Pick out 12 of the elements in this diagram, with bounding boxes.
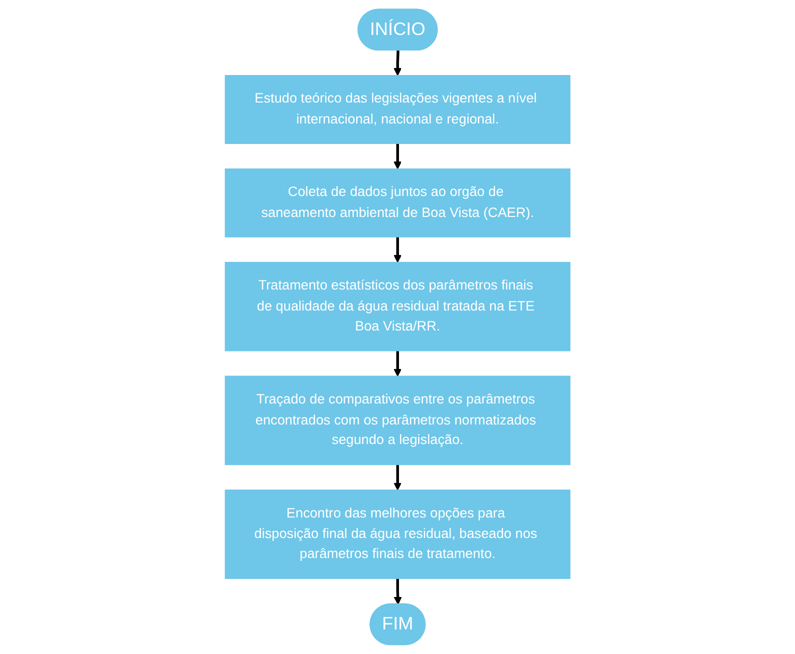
node-box (224, 75, 570, 144)
arrow (394, 350, 402, 377)
arrow (394, 464, 402, 490)
node-box (224, 490, 570, 579)
arrow (394, 236, 402, 263)
arrow (394, 578, 402, 605)
flowchart: INÍCIO Estudo teórico das legislações vigentes a nível internacional, nacional e regional. Coleta de dados juntos ao orgão de saneamento ambiental de Boa Vista (CAER). Tratamento estatísticos dos parâmetros finais de qualidade da água residual tratada na ETE Boa Vista/RR. Traçado de comparativos entre os parâmetros encontrados com os parâmetros normatizados segundo a legislação. Encontro das melhores opções para disposição final da água residual, baseado nos parâmetros finais de tratamento. FIM (218, 2, 578, 652)
arrow (394, 144, 402, 170)
node-box (224, 262, 570, 352)
node-box (224, 376, 570, 466)
node-box (224, 168, 570, 238)
arrow (394, 50, 402, 76)
